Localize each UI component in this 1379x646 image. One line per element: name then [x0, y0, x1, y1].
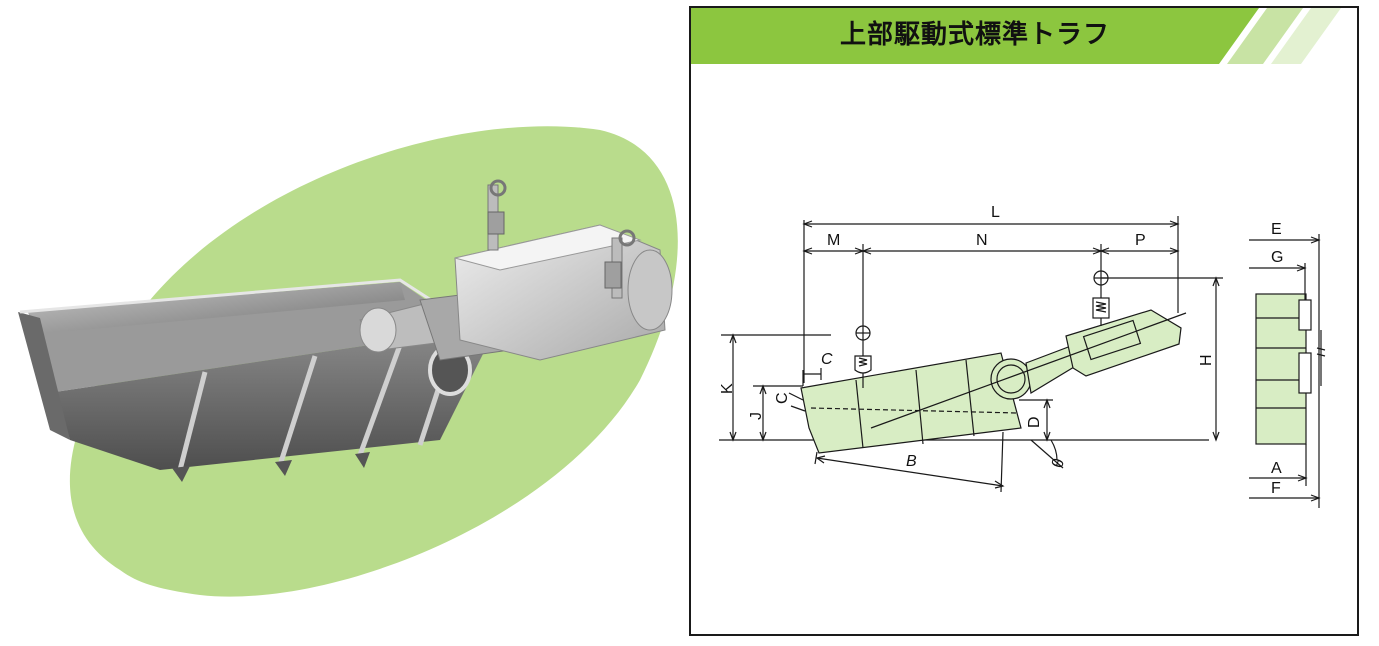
dim-label-C-side: C [774, 392, 791, 404]
spring-hanger-left [487, 179, 507, 251]
panel-title: 上部駆動式標準トラフ [839, 20, 1110, 50]
dim-label-H: H [1198, 354, 1215, 366]
dim-label-K: K [719, 383, 736, 394]
dimension-diagram-panel: L M N P C C K J B D θ H E G A F 上部駆動式標準ト… [689, 6, 1359, 636]
dim-label-L: L [991, 204, 1000, 221]
spring-hanger-left-diagram [854, 325, 872, 388]
trough-front-end [18, 312, 70, 440]
dimension-drawing: L M N P C C K J B D θ H E G A F [691, 8, 1357, 508]
dim-label-A: A [1271, 460, 1282, 477]
dim-label-B: B [906, 453, 917, 470]
dim-label-F: F [1271, 480, 1281, 497]
trough-legs [172, 452, 370, 482]
dim-label-G: G [1271, 249, 1283, 266]
spring-hanger-right [604, 229, 636, 299]
dim-label-E: E [1271, 221, 1282, 238]
trough-side-wall [55, 330, 490, 470]
trough-far-wall [28, 282, 405, 334]
trough-body [800, 352, 1022, 454]
spring-hanger-right-diagram [1092, 270, 1110, 326]
product-photo-area [0, 0, 690, 641]
dim-label-P: P [1135, 232, 1146, 249]
panel-header-band [691, 8, 1357, 64]
product-photo [18, 126, 678, 597]
panel-header: 上部駆動式標準トラフ [691, 8, 1357, 64]
drive-unit [1065, 309, 1182, 377]
dim-label-theta: θ [1049, 456, 1068, 470]
side-view [1255, 263, 1326, 445]
dim-label-J: J [748, 412, 765, 420]
dim-label-M: M [827, 232, 840, 249]
dim-label-N: N [976, 232, 988, 249]
dim-label-D: D [1026, 416, 1043, 428]
dim-label-C-top: C [821, 351, 833, 368]
